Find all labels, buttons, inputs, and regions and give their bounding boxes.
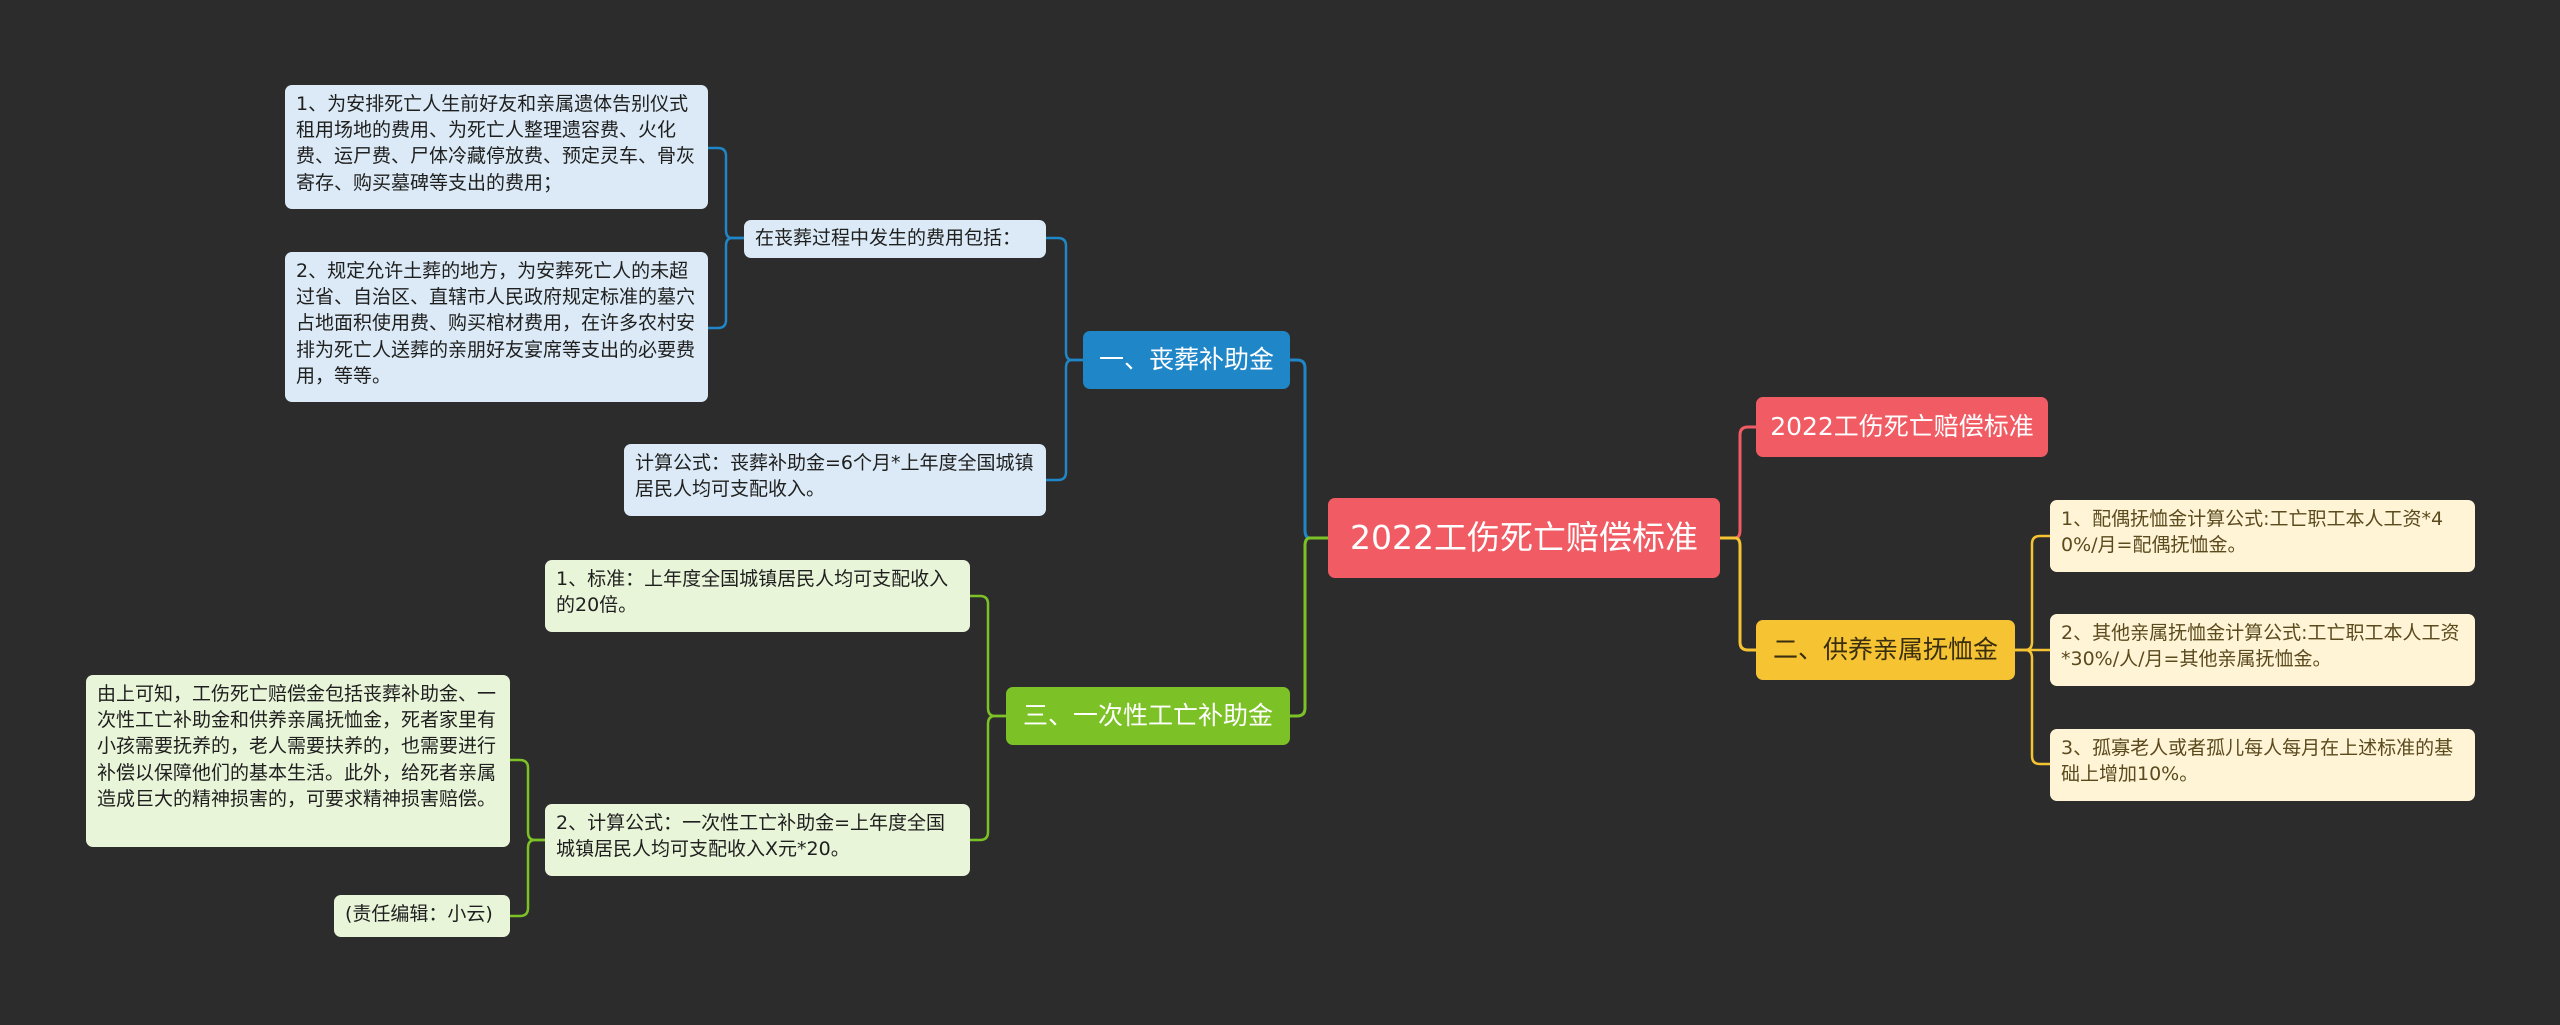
link-formula-summary [510,758,545,842]
link-root-title [1720,425,1756,540]
link-onetime-standard [970,594,1006,718]
branch-onetime-death-subsidy[interactable]: 三、一次性工亡补助金 [1006,687,1290,745]
branch-dependent-pension[interactable]: 二、供养亲属抚恤金 [1756,620,2015,680]
link-dependent-3 [2015,648,2050,766]
link-funeral-header [1046,236,1083,362]
link-root-funeral [1290,358,1328,540]
funeral-costs-header[interactable]: 在丧葬过程中发生的费用包括： [744,220,1046,258]
link-root-onetime [1290,536,1328,718]
link-header-cost1 [708,146,744,240]
link-funeral-formula [1046,358,1083,482]
funeral-cost-item-2[interactable]: 2、规定允许土葬的地方，为安葬死亡人的未超过省、自治区、直辖市人民政府规定标准的… [285,252,708,402]
onetime-summary[interactable]: 由上可知，工伤死亡赔偿金包括丧葬补助金、一次性工亡补助金和供养亲属抚恤金，死者家… [86,675,510,847]
dependent-item-2[interactable]: 2、其他亲属抚恤金计算公式:工亡职工本人工资*30%/人/月=其他亲属抚恤金。 [2050,614,2475,686]
onetime-formula[interactable]: 2、计算公式：一次性工亡补助金=上年度全国城镇居民人均可支配收入X元*20。 [545,804,970,876]
funeral-formula[interactable]: 计算公式：丧葬补助金=6个月*上年度全国城镇居民人均可支配收入。 [624,444,1046,516]
onetime-standard[interactable]: 1、标准：上年度全国城镇居民人均可支配收入的20倍。 [545,560,970,632]
root-node[interactable]: 2022工伤死亡赔偿标准 [1328,498,1720,578]
link-root-dependent [1720,536,1756,652]
funeral-cost-item-1[interactable]: 1、为安排死亡人生前好友和亲属遗体告别仪式租用场地的费用、为死亡人整理遗容费、火… [285,85,708,209]
link-formula-editor [510,838,545,918]
dependent-item-3[interactable]: 3、孤寡老人或者孤儿每人每月在上述标准的基础上增加10%。 [2050,729,2475,801]
dependent-item-1[interactable]: 1、配偶抚恤金计算公式:工亡职工本人工资*40%/月=配偶抚恤金。 [2050,500,2475,572]
link-dependent-1 [2015,534,2050,652]
branch-funeral-subsidy[interactable]: 一、丧葬补助金 [1083,331,1290,389]
editor-credit[interactable]: (责任编辑：小云) [334,895,510,937]
link-header-cost2 [708,236,744,330]
branch-title[interactable]: 2022工伤死亡赔偿标准 [1756,397,2048,457]
link-onetime-formula [970,714,1006,842]
